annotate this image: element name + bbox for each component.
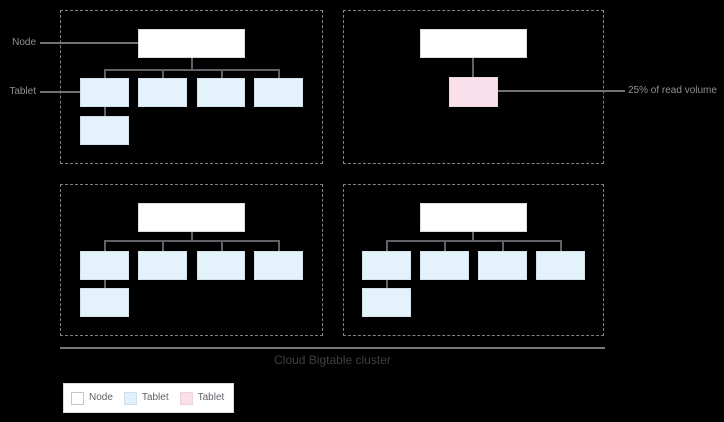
node-group-3 (60, 184, 323, 336)
connector-line (104, 69, 106, 78)
connector-line (104, 280, 106, 288)
hot-tablet-swatch (179, 391, 193, 405)
connector-line (278, 240, 280, 251)
node-box (138, 29, 245, 58)
connector-line (278, 69, 280, 78)
tablet-box (362, 251, 411, 280)
connector-line (444, 240, 446, 251)
legend: Node Tablet Tablet (63, 383, 234, 413)
legend-item-hot-tablet: Tablet (179, 391, 225, 405)
tablet-box (80, 288, 129, 317)
tablet-box (254, 78, 303, 107)
node-annotation-leader-line (40, 42, 138, 44)
connector-line (560, 240, 562, 251)
legend-label-hot-tablet: Tablet (197, 392, 225, 403)
connector-line (502, 240, 504, 251)
tablet-box (362, 288, 411, 317)
cluster-caption: Cloud Bigtable cluster (274, 353, 391, 367)
connector-line (386, 240, 388, 251)
hot-tablet-annotation-label: 25% of read volume (628, 85, 717, 96)
tablet-box (254, 251, 303, 280)
tablet-box (536, 251, 585, 280)
connector-line (191, 58, 193, 69)
connector-line (162, 240, 164, 251)
connector-line (191, 232, 193, 240)
node-group-1 (60, 10, 323, 164)
connector-line (221, 69, 223, 78)
tablet-box (478, 251, 527, 280)
tablet-box (138, 251, 187, 280)
node-annotation-label: Node (12, 37, 36, 48)
tablet-annotation-label: Tablet (9, 86, 36, 97)
connector-line (104, 240, 106, 251)
legend-item-tablet: Tablet (123, 391, 169, 405)
connector-line (104, 240, 280, 242)
node-group-2 (343, 10, 604, 164)
cluster-bracket-line (60, 347, 605, 349)
node-box (138, 203, 245, 232)
connector-line (162, 69, 164, 78)
tablet-box (80, 116, 129, 145)
tablet-box (197, 78, 245, 107)
tablet-box (420, 251, 469, 280)
hot-tablet-leader-line (498, 90, 625, 92)
node-group-4 (343, 184, 604, 336)
tablet-box (80, 78, 129, 107)
legend-label-tablet: Tablet (141, 392, 169, 403)
connector-line (472, 232, 474, 240)
node-swatch (71, 391, 84, 405)
tablet-box (80, 251, 129, 280)
tablet-box (138, 78, 187, 107)
connector-line (104, 69, 280, 71)
legend-item-node: Node (71, 391, 113, 405)
node-box (420, 29, 527, 58)
node-box (420, 203, 527, 232)
tablet-swatch (123, 391, 137, 405)
legend-label-node: Node (89, 392, 113, 403)
connector-line (472, 58, 474, 77)
connector-line (386, 280, 388, 288)
connector-line (221, 240, 223, 251)
hot-tablet-box (449, 77, 498, 107)
connector-line (386, 240, 562, 242)
connector-line (104, 107, 106, 116)
tablet-box (197, 251, 245, 280)
